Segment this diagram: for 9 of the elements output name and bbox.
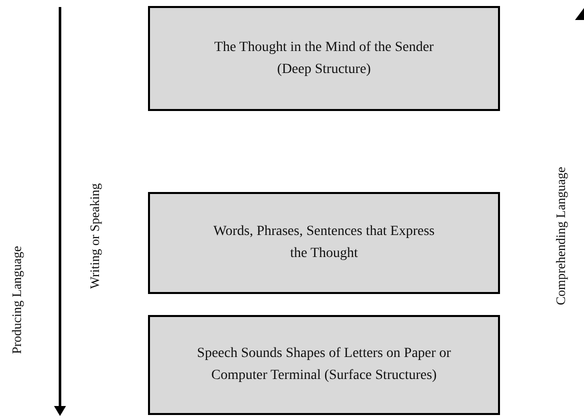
- process-box: [148, 315, 500, 415]
- process-box: [148, 192, 500, 294]
- box-text: The Thought in the Mind of the Sender (Deep Structure): [213, 38, 435, 78]
- process-box: [148, 6, 500, 111]
- side-label: Producing Language: [9, 246, 25, 354]
- side-label: Writing or Speaking: [87, 183, 103, 289]
- box-text: Speech Sounds Shapes of Letters on Paper or Computer Terminal (Surface Structures): [196, 345, 452, 385]
- side-label: Comprehending Language: [553, 166, 569, 306]
- box-text: Words, Phrases, Sentences that Express the Thought: [212, 223, 436, 263]
